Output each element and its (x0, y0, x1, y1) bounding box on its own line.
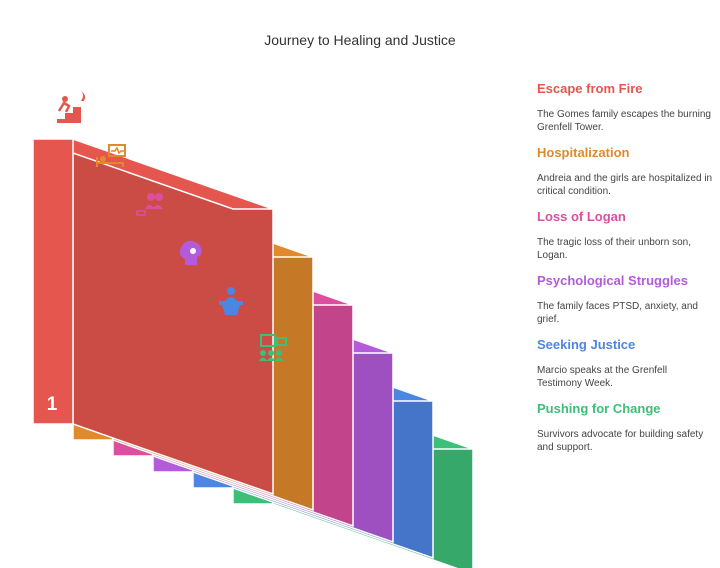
step-label: Loss of Logan (537, 209, 626, 224)
step-description: The family faces PTSD, anxiety, and grie… (537, 301, 698, 325)
speaker-podium-icon (219, 287, 243, 315)
legend-item-5: Seeking Justice Marcio speaks at the Gre… (537, 337, 713, 390)
fire-escape-icon (57, 91, 85, 123)
legend-item-3: Loss of Logan The tragic loss of their u… (537, 209, 713, 262)
step-label: Seeking Justice (537, 337, 636, 352)
legend-item-4: Psychological Struggles The family faces… (537, 273, 713, 326)
legend-item-6: Pushing for Change Survivors advocate fo… (537, 401, 713, 454)
mind-head-icon (179, 240, 202, 265)
step-front-face (32, 138, 74, 425)
step-description: Andreia and the girls are hospitalized i… (537, 173, 713, 197)
step-description: Survivors advocate for building safety a… (537, 429, 704, 453)
step-description: Marcio speaks at the Grenfell Testimony … (537, 365, 668, 389)
step-description: The Gomes family escapes the burning Gre… (537, 109, 711, 133)
protest-sign-icon (259, 334, 287, 361)
legend-item-2: Hospitalization Andreia and the girls ar… (537, 145, 713, 198)
step-label: Hospitalization (537, 145, 630, 160)
stair-step-1: 1 (32, 137, 274, 496)
family-loss-icon (136, 193, 163, 216)
step-number: 1 (47, 394, 58, 415)
step-label: Pushing for Change (537, 401, 661, 416)
step-description: The tragic loss of their unborn son, Log… (537, 237, 691, 261)
hospital-bed-icon (96, 144, 126, 167)
step-label: Escape from Fire (537, 81, 643, 96)
step-label: Psychological Struggles (537, 273, 688, 288)
diagram-title: Journey to Healing and Justice (264, 32, 456, 48)
legend-item-1: Escape from Fire The Gomes family escape… (537, 81, 713, 134)
